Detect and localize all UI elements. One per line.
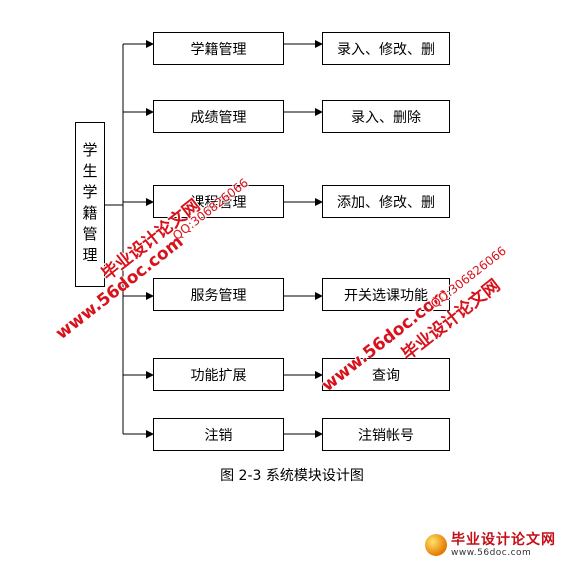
logo-emblem-icon xyxy=(425,534,447,556)
function-box-enrollment: 录入、修改、删 xyxy=(322,32,450,65)
logo-title: 毕业设计论文网 xyxy=(451,531,556,548)
function-box-extension: 查询 xyxy=(322,358,450,391)
module-box-grades: 成绩管理 xyxy=(153,100,284,133)
module-label: 服务管理 xyxy=(190,287,247,304)
logo-url: www.56doc.com xyxy=(451,547,532,558)
module-box-logout: 注销 xyxy=(153,418,284,451)
function-box-logout: 注销帐号 xyxy=(322,418,450,451)
function-box-grades: 录入、删除 xyxy=(322,100,450,133)
function-label: 注销帐号 xyxy=(358,427,414,444)
root-node: 学生学籍管理 xyxy=(75,122,105,287)
function-label: 录入、修改、删 xyxy=(337,41,435,58)
site-logo: 毕业设计论文网 www.56doc.com xyxy=(425,530,575,560)
module-label: 功能扩展 xyxy=(190,367,247,384)
function-box-service: 开关选课功能 xyxy=(322,278,450,311)
function-label: 查询 xyxy=(372,367,400,384)
module-box-extension: 功能扩展 xyxy=(153,358,284,391)
figure-caption: 图 2-3 系统模块设计图 xyxy=(220,468,364,484)
root-label: 学生学籍管理 xyxy=(80,141,99,268)
module-box-enrollment: 学籍管理 xyxy=(153,32,284,65)
module-label: 课程管理 xyxy=(190,194,247,211)
module-label: 注销 xyxy=(204,427,233,444)
module-box-service: 服务管理 xyxy=(153,278,284,311)
function-label: 录入、删除 xyxy=(351,109,421,126)
function-label: 开关选课功能 xyxy=(344,287,428,304)
module-label: 成绩管理 xyxy=(190,109,247,126)
function-box-courses: 添加、修改、删 xyxy=(322,185,450,218)
function-label: 添加、修改、删 xyxy=(337,194,435,211)
module-box-courses: 课程管理 xyxy=(153,185,284,218)
module-label: 学籍管理 xyxy=(190,41,247,58)
